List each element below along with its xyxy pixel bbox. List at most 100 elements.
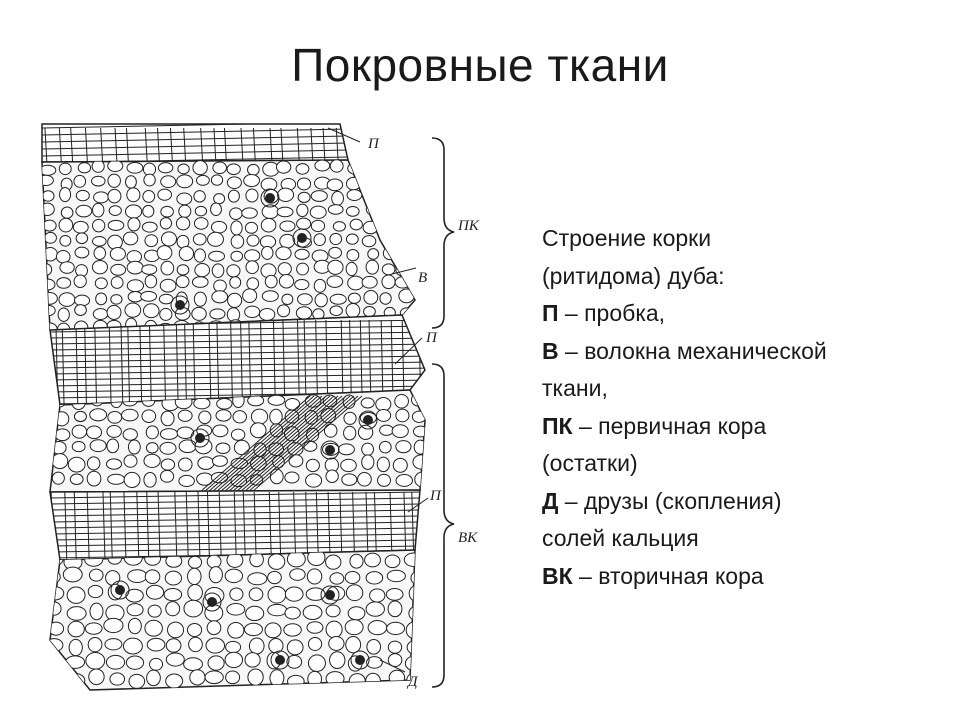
cortex-cell <box>160 260 175 276</box>
mixed-cell <box>250 408 269 425</box>
cortex-cell <box>276 304 291 318</box>
legend-desc: – вторичная кора <box>572 562 764 589</box>
cortex-cell <box>258 308 276 321</box>
mixed-cell <box>51 453 69 470</box>
legend-desc: (остатки) <box>542 450 638 476</box>
mixed-cell <box>107 473 126 485</box>
cortex-cell <box>365 259 380 275</box>
mixed-cell <box>143 471 157 488</box>
cortex-cell <box>127 217 141 232</box>
cortex-cell <box>108 205 122 216</box>
cortex-cell <box>42 292 58 305</box>
cortex-cell <box>93 246 107 260</box>
legend-desc: ткани, <box>542 375 608 401</box>
secondary-cell <box>188 636 203 653</box>
secondary-cell <box>328 636 345 651</box>
cork-top-wall <box>296 127 300 162</box>
secondary-cell <box>66 586 86 604</box>
mixed-cell <box>379 424 394 436</box>
secondary-cell <box>227 621 245 639</box>
secondary-cell <box>84 622 103 635</box>
legend-item: П – пробка, <box>542 295 942 333</box>
cortex-cell <box>345 233 359 245</box>
mixed-cell <box>176 426 195 439</box>
cortex-cell <box>363 289 379 305</box>
mixed-cell <box>198 410 212 425</box>
leader-druses <box>379 659 406 673</box>
legend-desc: солей кальция <box>542 525 699 551</box>
secondary-cell <box>144 569 161 584</box>
cortex-cell <box>93 191 109 204</box>
cork-middle-row <box>50 379 425 387</box>
secondary-cell <box>145 584 165 600</box>
cork-lower-wall <box>157 491 161 560</box>
secondary-cell <box>369 588 386 603</box>
cork-middle-wall <box>272 319 276 405</box>
cortex-cell <box>345 205 360 217</box>
mixed-cell <box>105 458 123 470</box>
cortex-cell <box>74 294 91 307</box>
secondary-cell <box>226 603 246 616</box>
secondary-cell <box>329 572 345 585</box>
secondary-cell <box>229 587 244 601</box>
legend-key: П <box>542 300 559 326</box>
cortex-cell <box>208 250 226 262</box>
cork-middle-wall <box>248 319 252 405</box>
cortex-cell <box>379 204 394 216</box>
secondary-cell <box>286 639 304 656</box>
secondary-cell <box>225 670 241 685</box>
mixed-cell <box>71 441 86 453</box>
secondary-cell <box>65 655 86 669</box>
label-v: В <box>418 270 427 286</box>
secondary-cell <box>62 566 83 583</box>
druse-cell <box>170 295 190 315</box>
cork-lower-wall <box>102 491 106 560</box>
cork-lower-wall <box>373 491 377 560</box>
secondary-cell <box>388 669 406 685</box>
cork-lower-row <box>50 527 420 535</box>
cortex-cell <box>243 174 261 188</box>
cortex-cell <box>44 231 57 244</box>
cortex-cell <box>122 231 139 246</box>
secondary-cell <box>163 587 183 602</box>
cortex-cell <box>365 164 380 176</box>
druse-mark <box>363 415 373 425</box>
cortex-cell <box>327 204 344 215</box>
cortex-cell <box>141 264 158 275</box>
secondary-cell <box>165 638 182 653</box>
cortex-cell <box>296 262 309 276</box>
cortex-cell <box>107 234 123 250</box>
mixed-cell <box>249 474 264 486</box>
cortex-cell <box>278 274 295 289</box>
mixed-cell <box>305 473 323 488</box>
cork-lower-row <box>50 521 420 529</box>
druse-cell <box>270 650 290 670</box>
mixed-cell <box>357 424 374 440</box>
cork-middle-wall <box>192 319 196 405</box>
cortex-cell <box>275 160 292 174</box>
cortex-cell <box>328 246 343 259</box>
mixed-cell <box>54 428 71 442</box>
secondary-cell <box>387 640 403 654</box>
secondary-cell <box>183 657 203 672</box>
secondary-cell <box>50 638 64 653</box>
cortex-cell <box>381 263 396 276</box>
mixed-cell <box>340 458 357 473</box>
cortex-cell <box>346 189 363 201</box>
cortex-cell <box>329 232 343 246</box>
secondary-cell <box>248 637 265 655</box>
mixed-cell <box>67 456 86 473</box>
cortex-cell <box>281 293 294 305</box>
secondary-cell <box>306 621 324 634</box>
cortex-cell <box>192 160 208 176</box>
secondary-cell <box>149 657 164 671</box>
mixed-cell <box>89 439 107 453</box>
cortex-cell <box>247 163 260 176</box>
cork-lower-wall <box>352 491 356 560</box>
fiber-band-line <box>231 395 343 492</box>
cork-middle-wall <box>216 319 220 405</box>
cortex-cell <box>107 173 121 188</box>
secondary-cell <box>264 622 282 639</box>
cortex-cell <box>313 233 326 247</box>
cortex-cell <box>72 220 89 234</box>
